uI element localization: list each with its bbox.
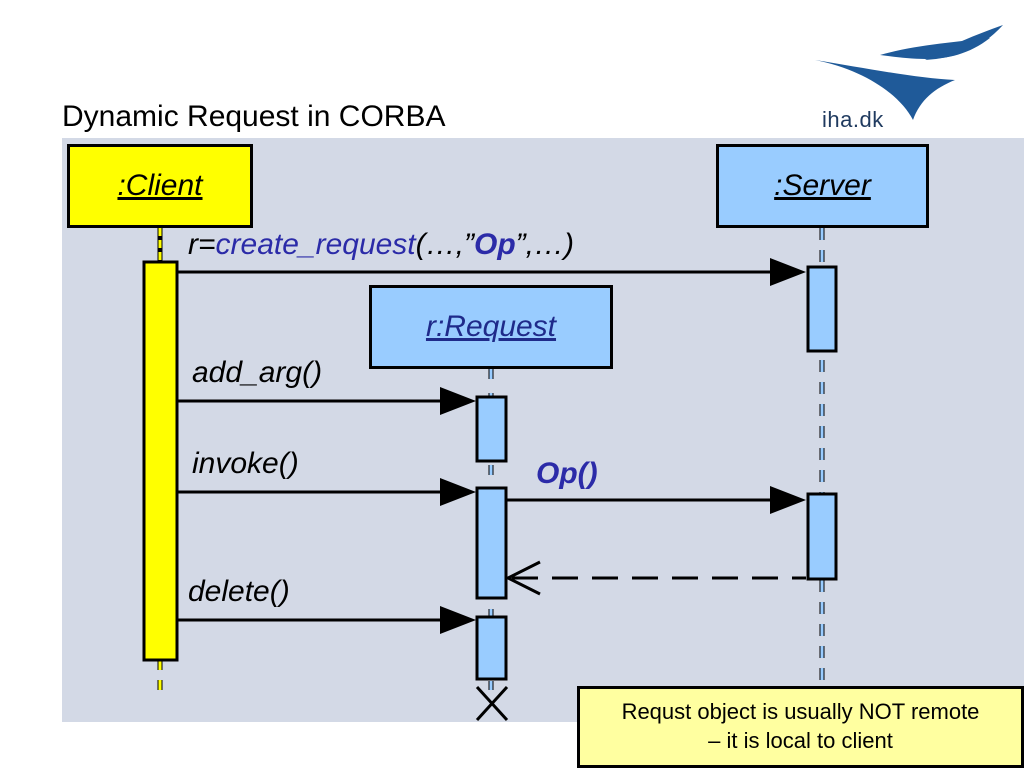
request-activation-1 bbox=[475, 395, 508, 463]
iha-logo-icon bbox=[815, 25, 1003, 120]
diagram-panel bbox=[62, 138, 1024, 722]
create-op: Op bbox=[473, 228, 516, 261]
slide-title: Dynamic Request in CORBA bbox=[62, 100, 446, 133]
arrow-delete bbox=[177, 606, 476, 634]
note-box: Requst object is usually NOT remote – it… bbox=[577, 686, 1024, 768]
arrow-op bbox=[506, 486, 806, 514]
request-activation-3 bbox=[475, 615, 508, 681]
message-add-arg: add_arg() bbox=[192, 356, 323, 389]
message-delete: delete() bbox=[188, 575, 290, 608]
client-object-label: :Client bbox=[117, 169, 203, 202]
message-op: Op() bbox=[536, 457, 598, 490]
create-args-open: (…,” bbox=[415, 228, 474, 261]
server-object-label: :Server bbox=[774, 169, 871, 202]
create-fn: create_request bbox=[215, 228, 416, 261]
arrow-invoke bbox=[177, 478, 476, 506]
request-object: r:Request bbox=[369, 285, 613, 369]
server-object: :Server bbox=[716, 144, 929, 228]
client-object: :Client bbox=[67, 144, 253, 228]
message-invoke: invoke() bbox=[192, 447, 299, 480]
create-args-close: ”,…) bbox=[515, 228, 574, 261]
note-line-1: Requst object is usually NOT remote bbox=[621, 699, 980, 725]
arrow-return bbox=[504, 560, 806, 596]
request-object-label: r:Request bbox=[425, 310, 557, 343]
request-activation-2 bbox=[475, 486, 508, 600]
logo-text: iha.dk bbox=[822, 107, 884, 132]
server-activation-1 bbox=[806, 265, 838, 353]
arrow-create-request bbox=[177, 258, 806, 286]
note-line-2: – it is local to client bbox=[708, 728, 893, 753]
arrow-add-arg bbox=[177, 387, 476, 415]
server-activation-2 bbox=[806, 492, 838, 581]
destroy-x-icon bbox=[475, 685, 509, 722]
message-create-request: r=create_request(…,”Op”,…) bbox=[188, 228, 574, 262]
client-activation bbox=[142, 260, 179, 662]
create-prefix: r= bbox=[188, 228, 216, 261]
